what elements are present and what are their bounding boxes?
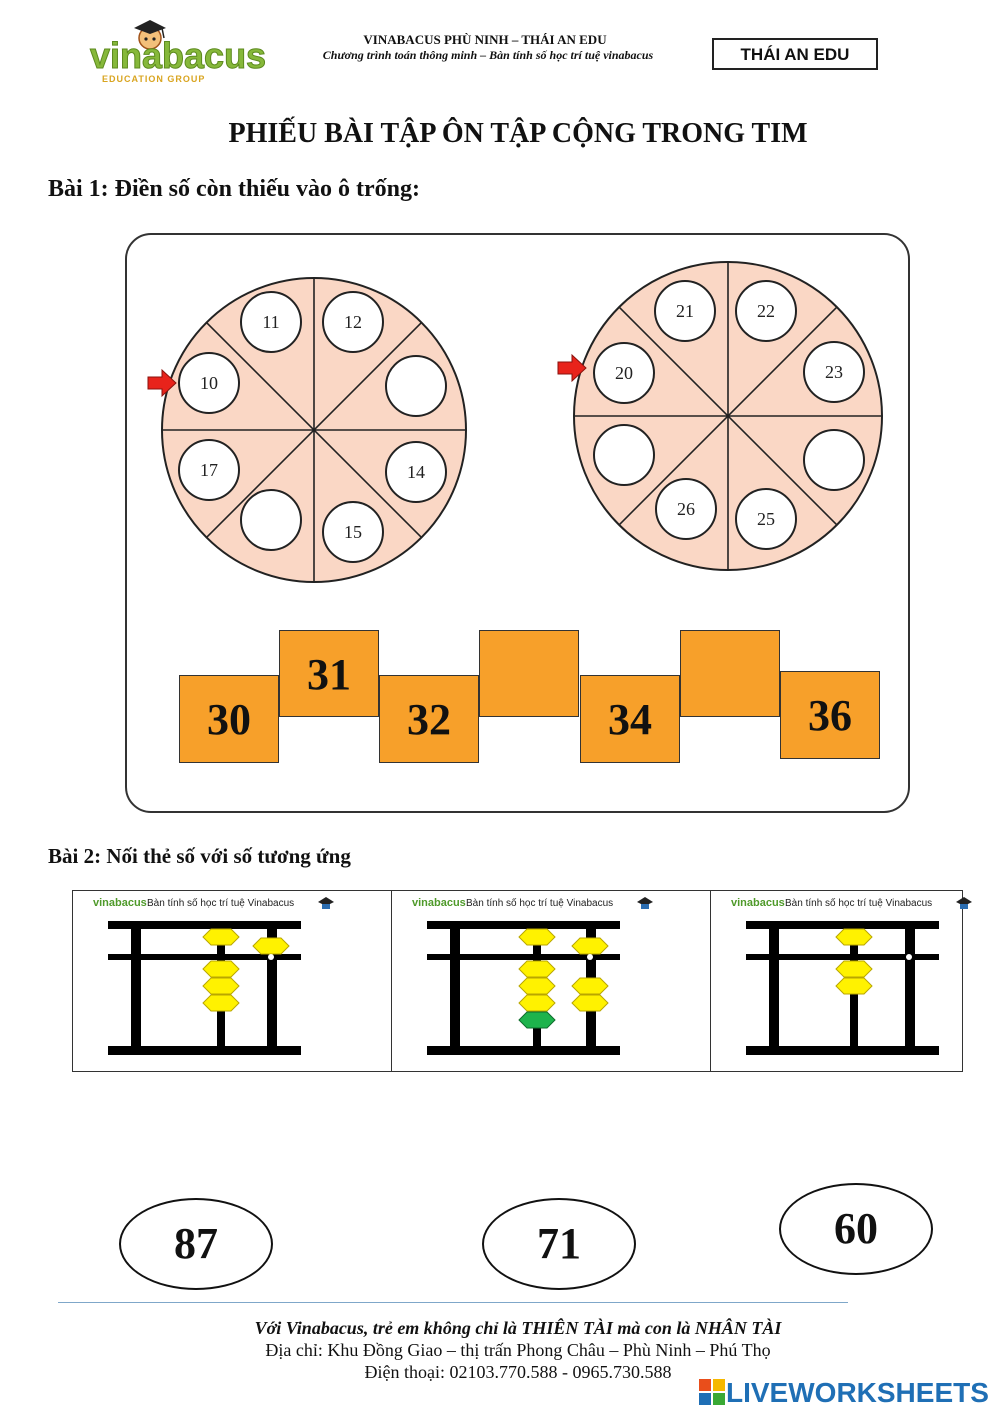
lower-bead [518,994,556,1012]
lower-bead [518,977,556,995]
footer-slogan: Với Vinabacus, trẻ em không chỉ là THIÊN… [254,1318,782,1338]
lower-bead [835,977,873,995]
abacus-frame [108,921,301,1055]
blank-step-box[interactable] [479,630,579,717]
wheel-number: 17 [200,460,218,480]
abacus-rod [905,921,913,1055]
blank-step-box[interactable] [680,630,780,717]
wheel-number: 12 [344,312,362,332]
number-step: 32 [379,675,479,763]
number-step: 31 [279,630,379,717]
watermark-text: LIVEWORKSHEETS [726,1377,989,1408]
exercise-2-heading: Bài 2: Nối thẻ số với số tương ứng [48,844,351,868]
answer-oval[interactable]: 71 [482,1198,636,1290]
lower-bead [518,960,556,978]
graduation-cap-icon [956,897,972,909]
upper-bead [202,928,240,946]
vinabacus-logo: vinabacus EDUCATION GROUP [88,18,288,88]
wheel-number: 20 [615,363,633,383]
reckoning-dot [587,954,593,960]
card-caption: Bàn tính số học trí tuệ Vinabacus [785,898,933,909]
organization-name: VINABACUS PHÙ NINH – THÁI AN EDU [363,32,607,47]
lower-bead [202,994,240,1012]
upper-bead [518,928,556,946]
worksheet-title: PHIẾU BÀI TẬP ÔN TẬP CỘNG TRONG TIM [228,118,808,149]
logo-tagline: EDUCATION GROUP [102,74,205,84]
exercise-1-frame [125,233,910,813]
upper-bead [571,937,609,955]
graduation-cap-icon [637,897,653,909]
lower-bead [835,960,873,978]
reckoning-dot [268,954,274,960]
card-caption: Bàn tính số học trí tuệ Vinabacus [147,898,295,909]
logo-wordmark: vinabacus [90,35,266,76]
upper-bead [835,928,873,946]
card-caption: Bàn tính số học trí tuệ Vinabacus [466,898,614,909]
program-line: Chương trình toán thông minh – Bàn tính … [322,48,654,62]
number-step: 34 [580,675,680,763]
wheel-number: 10 [200,373,218,393]
lower-bead-green [518,1011,556,1029]
graduate-mascot-icon [134,20,166,50]
answer-oval[interactable]: 60 [779,1183,933,1275]
liveworksheets-icon [699,1379,725,1405]
wheel-number: 26 [677,499,695,519]
abacus-rod [267,921,275,1055]
brand-badge: THÁI AN EDU [712,38,878,70]
answer-oval[interactable]: 87 [119,1198,273,1290]
wheel-number: 15 [344,522,362,542]
abacus-frame [427,921,620,1055]
wheel-number: 25 [757,509,775,529]
graduation-cap-icon [318,897,334,909]
footer-address: Địa chỉ: Khu Đồng Giao – thị trấn Phong … [265,1340,771,1360]
footer-phone: Điện thoại: 02103.770.588 - 0965.730.588 [364,1362,672,1382]
upper-bead [252,937,290,955]
wheel-number: 22 [757,301,775,321]
wheel-number: 14 [407,462,425,482]
wheel-number: 21 [676,301,694,321]
mini-logo: vinabacus [731,897,785,909]
exercise-1-heading: Bài 1: Điền số còn thiếu vào ô trống: [48,176,420,202]
wheel-number: 23 [825,362,843,382]
lower-bead [571,977,609,995]
footer-divider [58,1302,848,1303]
liveworksheets-watermark: LIVEWORKSHEETS [698,1377,989,1408]
lower-bead [202,977,240,995]
mini-logo: vinabacus [93,897,147,909]
mini-logo: vinabacus [412,897,466,909]
lower-bead [571,994,609,1012]
number-step: 36 [780,671,880,759]
wheel-number: 11 [262,312,280,332]
number-step: 30 [179,675,279,763]
abacus-frame [746,921,939,1055]
reckoning-dot [906,954,912,960]
lower-bead [202,960,240,978]
